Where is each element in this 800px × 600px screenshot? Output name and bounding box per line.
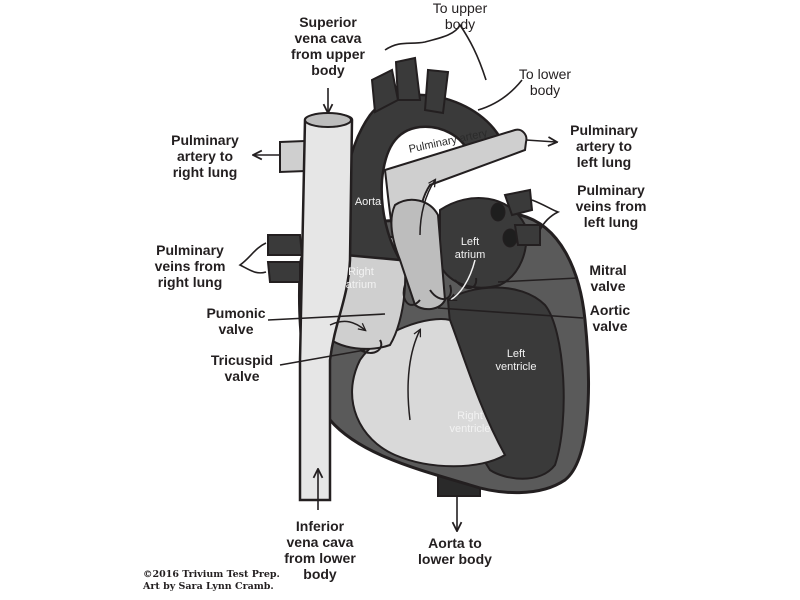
pulmonary-vein-opening <box>502 228 518 248</box>
pv-right-brace <box>238 242 267 274</box>
label-inferior-vena-cava: Inferior vena cava from lower body <box>284 518 356 582</box>
label-pumonic-valve: Pumonic valve <box>206 305 266 337</box>
superior-vena-cava-opening <box>304 112 352 128</box>
flow-arrow-ra <box>329 320 365 330</box>
label-pulm-artery-left: Pulminary artery to left lung <box>570 122 638 170</box>
pv-left-brace <box>531 199 561 231</box>
pa-left-arrow <box>525 140 556 142</box>
label-to-lower-body: To lower body <box>518 66 572 98</box>
lower-body-brace <box>477 79 523 111</box>
tricuspid-line <box>279 349 366 366</box>
mitral-line <box>497 277 579 283</box>
label-aorta-lower: Aorta to lower body <box>418 535 492 567</box>
left-pulmonary-veins <box>503 188 541 246</box>
label-mitral-valve: Mitral valve <box>589 262 627 294</box>
aortic-valve-line <box>437 307 584 319</box>
flow-arrow-la <box>450 259 476 300</box>
label-right-atrium: Right atrium <box>345 266 377 291</box>
aortic-branches <box>370 56 450 115</box>
pulmonary-vein-opening <box>490 202 506 222</box>
callout-lines <box>238 23 584 530</box>
label-left-atrium: Left atrium <box>454 236 486 261</box>
label-left-ventricle: Left ventricle <box>495 348 537 373</box>
flow-arrow-rv <box>407 330 420 421</box>
right-pulmonary-veins <box>266 234 304 283</box>
label-pulm-artery-right: Pulminary artery to right lung <box>171 132 239 180</box>
right-ventricle-chamber <box>351 318 507 468</box>
label-superior-vena-cava: Superior vena cava from upper body <box>291 14 365 78</box>
upper-body-brace <box>384 23 487 81</box>
label-to-upper-body: To upper body <box>432 0 488 32</box>
flow-arrow-pa <box>419 180 435 236</box>
interventricular-septum <box>390 198 447 311</box>
left-atrium-chamber <box>439 197 528 289</box>
label-pulm-veins-left: Pulminary veins from left lung <box>575 182 647 230</box>
valve-leaflets <box>359 277 478 354</box>
label-right-ventricle: Right ventricle <box>449 410 491 435</box>
copyright-credit: ©2016 Trivium Test Prep. Art by Sara Lyn… <box>143 569 280 592</box>
label-aorta: Aorta <box>354 196 382 208</box>
label-pulm-veins-right: Pulminary veins from right lung <box>154 242 226 290</box>
pumonic-line <box>267 313 386 321</box>
label-tricuspid-valve: Tricuspid valve <box>210 352 274 384</box>
label-aortic-valve: Aortic valve <box>589 302 631 334</box>
